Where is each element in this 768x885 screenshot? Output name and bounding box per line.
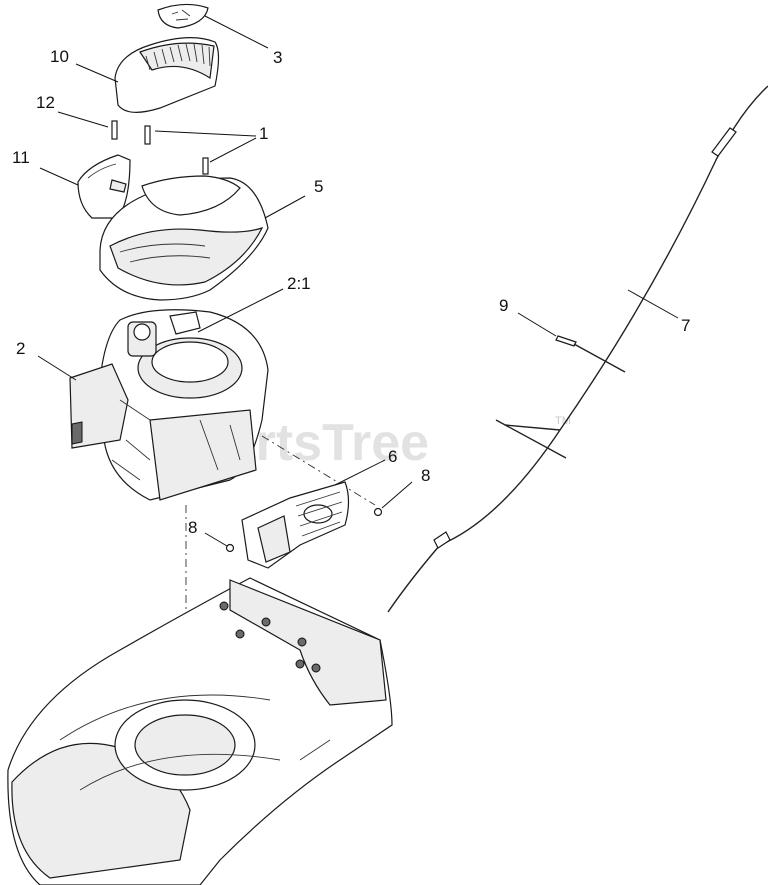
callout-7: 7 [681, 316, 690, 335]
mower-deck-icon[interactable] [7, 577, 393, 885]
deck-mount-holes [219, 601, 321, 673]
exhaust-guard-centerline [261, 435, 376, 506]
leader-lines [37, 15, 679, 547]
callout-3: 3 [273, 48, 282, 67]
blower-housing-icon[interactable] [99, 175, 269, 301]
callout-10: 10 [50, 47, 69, 66]
shroud-cover-icon[interactable] [114, 37, 220, 113]
engine-icon[interactable] [69, 309, 269, 501]
decal-icon[interactable] [157, 3, 209, 29]
cable-icon[interactable] [387, 85, 768, 613]
cable-tie-icon[interactable] [555, 335, 626, 373]
callout-1: 1 [259, 124, 268, 143]
callout-8-left: 8 [188, 518, 197, 537]
callout-2: 2 [16, 339, 25, 358]
exhaust-guard-icon[interactable] [241, 481, 350, 569]
callout-12: 12 [36, 93, 55, 112]
nut-icon[interactable] [225, 507, 383, 553]
bracket-icon[interactable] [77, 154, 131, 219]
screw-icon[interactable] [111, 120, 209, 175]
callout-labels: 10 3 12 1 11 5 2:1 9 7 2 6 8 8 [12, 47, 690, 537]
callout-11: 11 [12, 148, 30, 167]
callout-2-1: 2:1 [287, 274, 311, 293]
callout-6: 6 [388, 447, 397, 466]
callout-5: 5 [314, 177, 323, 196]
callout-8-right: 8 [421, 466, 430, 485]
watermark-trademark: TM [555, 415, 571, 427]
callout-9: 9 [499, 296, 508, 315]
